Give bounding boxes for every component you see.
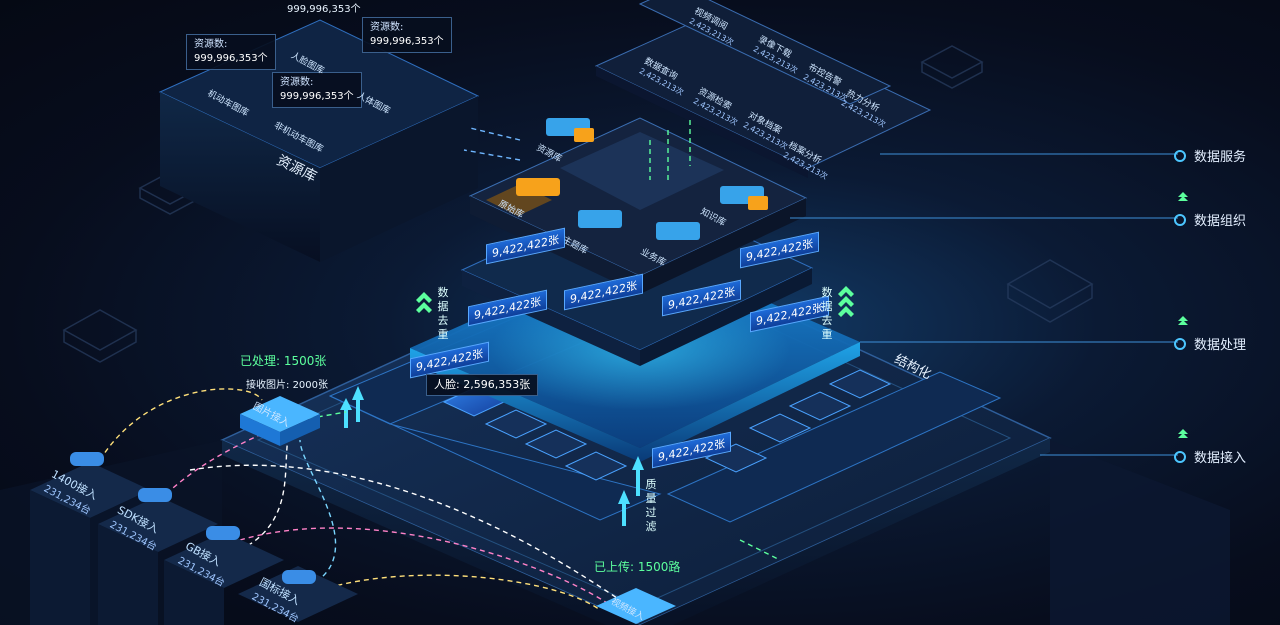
video-access-cube <box>596 588 676 624</box>
layer-label-access[interactable]: 数据接入 <box>1173 447 1246 466</box>
background-cubes <box>62 45 1094 363</box>
quality-filter-label: 质量过滤 <box>645 478 657 533</box>
resource-callout-3: 资源数: 999,996,353个 <box>272 72 362 108</box>
layer-arrows <box>1178 192 1188 438</box>
camera-pillars <box>30 452 358 625</box>
dedup-label-right: 数据去重 <box>821 286 833 341</box>
face-count-tag: 人脸: 2,596,353张 <box>426 374 539 396</box>
uploaded-stat: 已上传: 1500路 <box>594 560 681 574</box>
db-stack-icons <box>516 118 768 240</box>
dedup-label-left: 数据去重 <box>437 286 449 341</box>
resource-callout-1: 资源数: 999,996,353个 <box>186 34 276 70</box>
service-strip <box>594 0 932 178</box>
dashed-connectors <box>99 120 781 611</box>
layer-connectors <box>790 153 1178 456</box>
resource-callout-2: 资源数: 999,996,353个 <box>362 17 452 53</box>
processed-stat: 已处理: 1500张 <box>240 354 327 368</box>
received-stat: 接收图片: 2000张 <box>246 380 329 391</box>
layer-dot-icon <box>1173 150 1186 162</box>
image-access-cube <box>240 396 320 446</box>
dedup-chevrons <box>416 286 854 317</box>
layer-label-service[interactable]: 数据服务 <box>1173 146 1246 165</box>
resource-top-value: 999,996,353个 <box>287 4 361 15</box>
layer-label-organize[interactable]: 数据组织 <box>1173 210 1246 229</box>
layer-label-process[interactable]: 数据处理 <box>1173 334 1246 353</box>
layer-dot-icon <box>1173 214 1186 226</box>
layer-dot-icon <box>1173 338 1186 350</box>
flow-arrows <box>340 386 644 526</box>
layer-dot-icon <box>1173 451 1186 463</box>
